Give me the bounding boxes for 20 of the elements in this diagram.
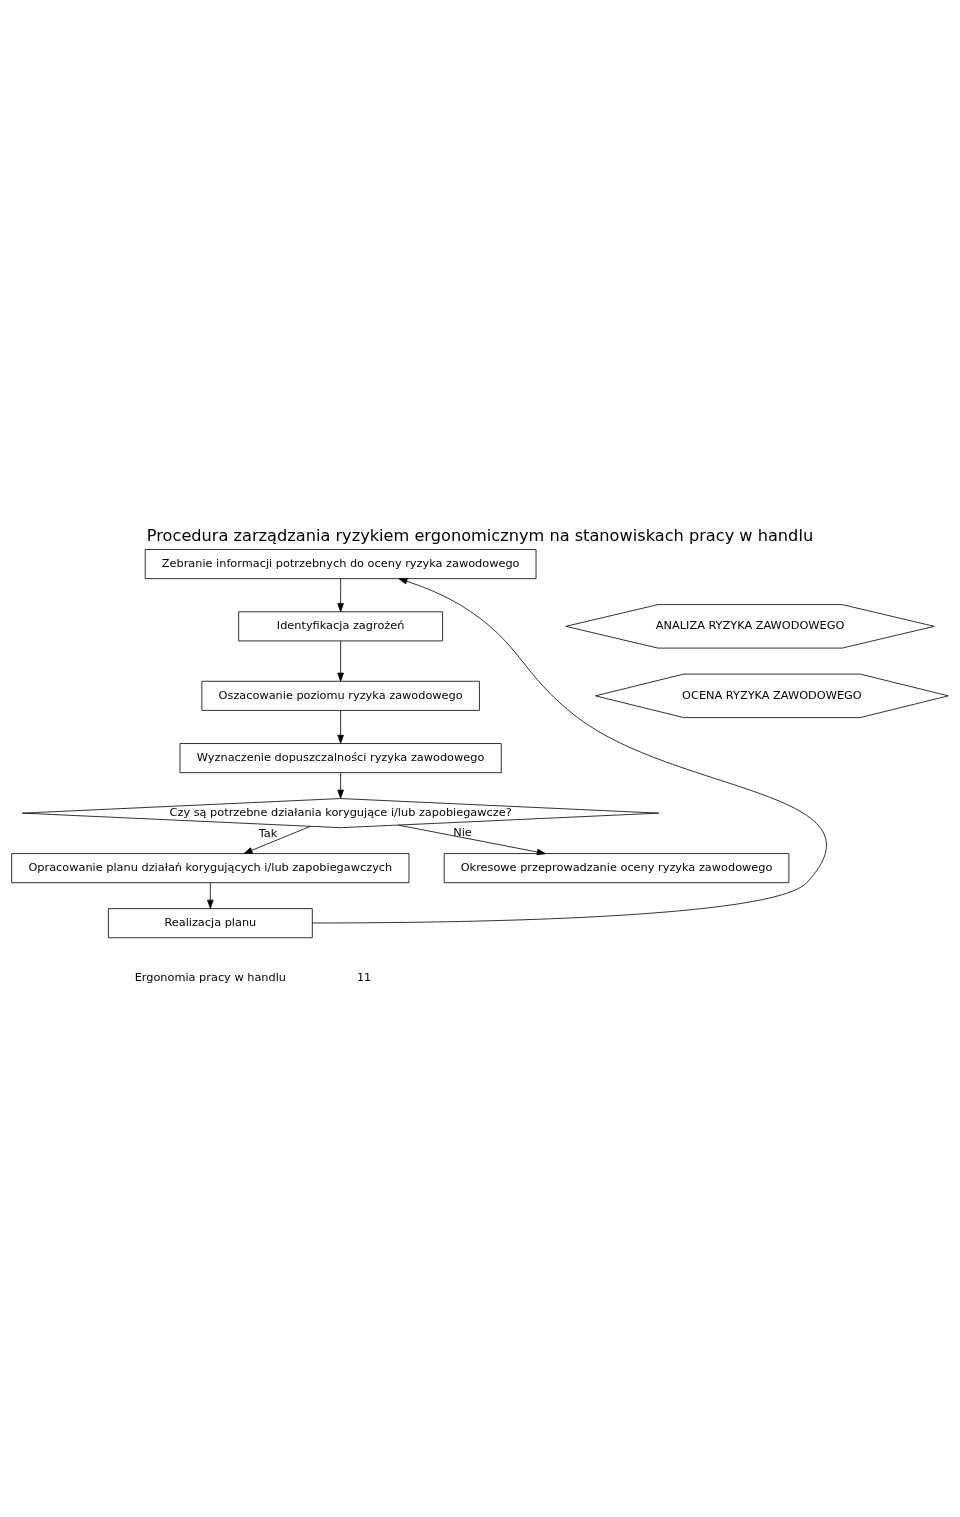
node-diamond: Czy są potrzebne działania korygujące i/lub zapobiegawcze?	[21, 797, 660, 828]
node-box: Opracowanie planu działań korygujących i/lub zapobiegawczych	[11, 852, 410, 883]
arrow	[311, 577, 827, 923]
arrow	[337, 640, 344, 682]
arrow	[337, 772, 344, 799]
edge-label: Tak	[258, 825, 278, 840]
node-box: Oszacowanie poziomu ryzyka zawodowego	[201, 680, 480, 711]
arrow	[337, 709, 344, 744]
diagram-title: Procedura zarządzania ryzykiem ergonomicznym na stanowiskach pracy w handlu	[146, 525, 814, 545]
node-box: Okresowe przeprowadzanie oceny ryzyka zawodowego	[443, 852, 790, 883]
node-box: Wyznaczenie dopuszczalności ryzyka zawodowego	[179, 742, 502, 773]
node-box: Zebranie informacji potrzebnych do oceny ryzyka zawodowego	[144, 548, 537, 579]
label: 11	[356, 969, 372, 984]
arrow	[397, 824, 546, 855]
label: Ergonomia pracy w handlu	[134, 969, 287, 984]
arrow	[337, 577, 344, 612]
arrow	[207, 882, 214, 909]
node-box: Realizacja planu	[108, 907, 313, 938]
arrow	[243, 825, 311, 854]
node-box: Identyfikacja zagrożeń	[238, 610, 443, 641]
